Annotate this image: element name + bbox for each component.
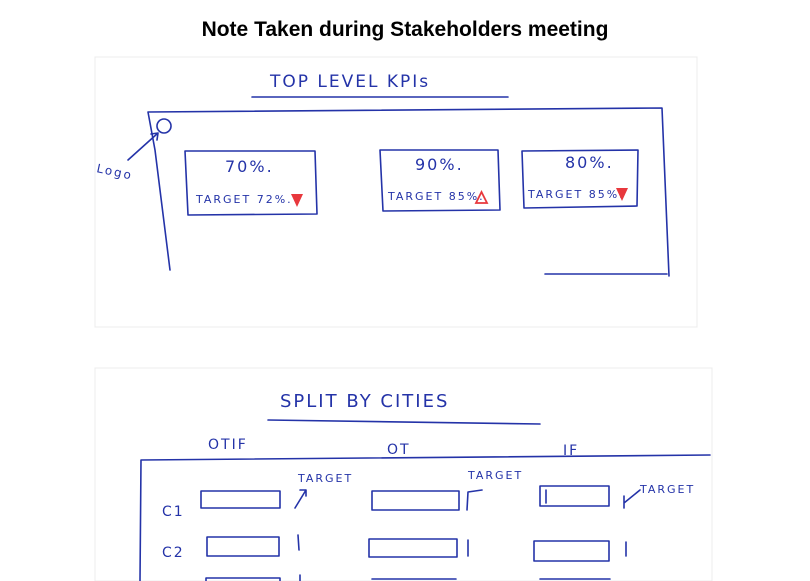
kpi-card-border [184, 150, 318, 216]
column-header-otif: OTIF [208, 437, 248, 453]
city-table-frame [139, 454, 711, 581]
document-title: Note Taken during Stakeholders meeting [201, 18, 609, 41]
city-bar [200, 490, 281, 509]
target-tick [297, 534, 300, 551]
kpi-target: TARGET 85%. [387, 190, 485, 203]
kpi-value: 80%. [565, 153, 614, 172]
column-header-ot: OT [387, 442, 411, 458]
row-label-c2: C2 [162, 545, 185, 561]
city-bar [539, 485, 610, 507]
trend-down-icon [291, 194, 303, 207]
target-arrow-icon [294, 489, 307, 509]
city-bar [368, 538, 458, 558]
logo-pointer-icon [127, 132, 159, 161]
split-heading-underline [267, 419, 541, 425]
city-bar [371, 490, 460, 511]
top-kpis-heading: TOP LEVEL KPIs [269, 72, 430, 92]
target-label: TARGET [639, 483, 695, 496]
dashboard-frame [147, 107, 670, 277]
kpi-card: 70%. TARGET 72%. [184, 150, 318, 216]
city-bar [206, 536, 280, 557]
target-arrow-icon [466, 489, 483, 511]
city-bar [533, 540, 610, 562]
kpi-value: 70%. [225, 157, 274, 176]
kpi-target: TARGET 72%. [195, 193, 293, 206]
target-arrow-icon [623, 489, 641, 509]
top-scan-area [94, 56, 698, 328]
kpi-card-border [521, 149, 639, 209]
target-label: TARGET [467, 469, 523, 482]
split-cities-heading: SPLIT BY CITIES [280, 391, 449, 412]
trend-up-icon [474, 189, 489, 204]
kpi-value: 90%. [415, 155, 464, 174]
trend-down-icon [616, 188, 628, 201]
kpi-card: 80%. TARGET 85%. [521, 149, 639, 209]
row-label-c1: C1 [162, 504, 185, 520]
column-header-if: IF [563, 443, 579, 459]
target-label: TARGET [297, 472, 353, 485]
logo-icon [156, 118, 172, 134]
kpi-target: TARGET 85%. [527, 188, 625, 201]
kpi-card-border [379, 149, 501, 212]
kpi-card: 90%. TARGET 85%. [379, 149, 501, 212]
